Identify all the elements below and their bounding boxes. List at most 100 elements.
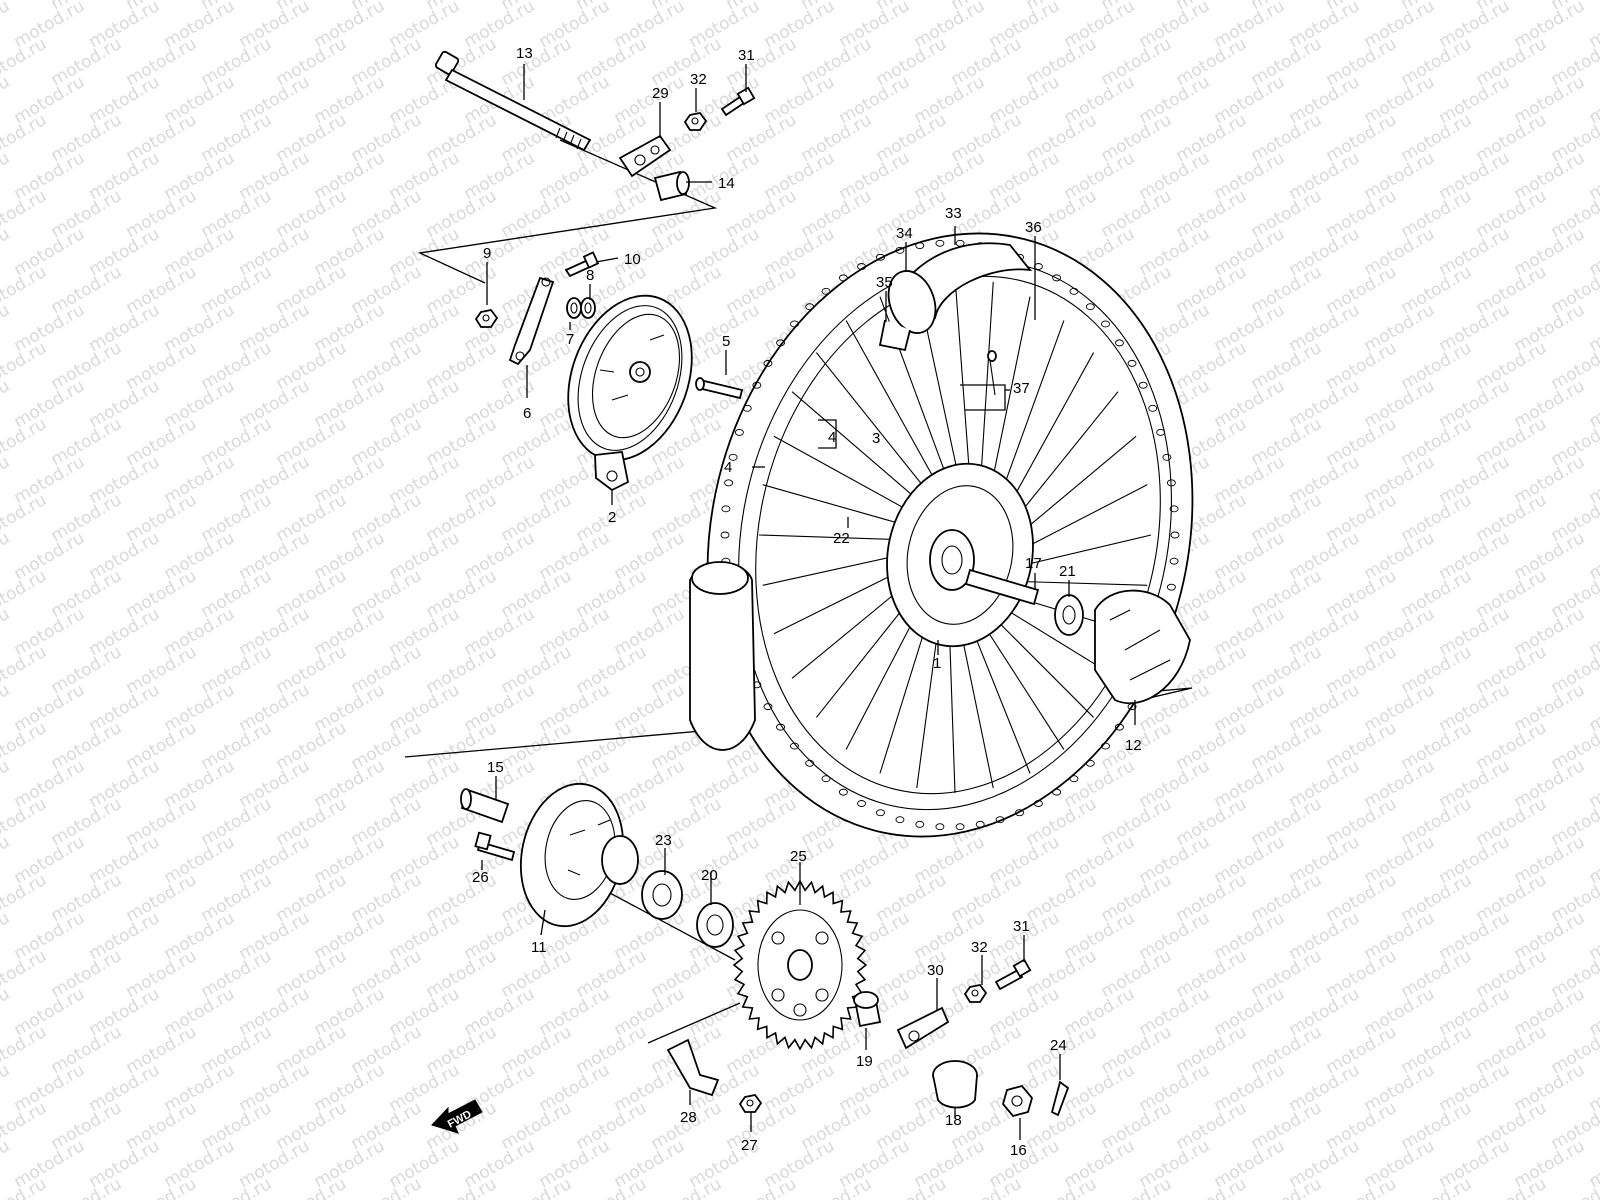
callout-32-lower: 32 bbox=[971, 939, 988, 956]
callout-10: 10 bbox=[624, 251, 641, 268]
tread-block bbox=[1069, 287, 1079, 295]
tread-block bbox=[1085, 759, 1095, 767]
tread-block bbox=[1085, 303, 1095, 311]
callout-7: 7 bbox=[566, 331, 574, 348]
nut-part-27 bbox=[738, 1094, 763, 1113]
tread-block bbox=[821, 775, 831, 783]
callout-4a: 4 bbox=[828, 429, 836, 446]
tread-block bbox=[975, 820, 985, 828]
tire-lower-cutaway bbox=[689, 561, 756, 751]
rear-wheel-part-1 bbox=[706, 232, 1194, 838]
watermark-text: motod.ru bbox=[0, 680, 13, 736]
callout-26: 26 bbox=[472, 869, 489, 886]
callout-12: 12 bbox=[1125, 737, 1142, 754]
tread-block bbox=[1162, 453, 1172, 461]
bolt-part-10 bbox=[564, 251, 600, 278]
tread-block bbox=[721, 505, 731, 513]
watermark-text: motod.ru bbox=[0, 604, 13, 660]
tread-block bbox=[1114, 339, 1124, 347]
tread-block bbox=[838, 788, 848, 796]
tread-block bbox=[728, 453, 738, 461]
tread-block bbox=[1166, 479, 1176, 487]
callout-37: 37 bbox=[1013, 380, 1030, 397]
tread-block bbox=[1033, 800, 1043, 807]
bearing-part-20 bbox=[696, 902, 734, 948]
spoke bbox=[845, 320, 946, 499]
rim-band-part-35 bbox=[878, 319, 911, 352]
callout-6: 6 bbox=[523, 405, 531, 422]
watermark-text: motod.ru bbox=[0, 908, 13, 964]
callout-8: 8 bbox=[586, 267, 594, 284]
callout-17: 17 bbox=[1025, 555, 1042, 572]
bolt-part-31-lower bbox=[994, 958, 1032, 991]
chain-adjuster-part-29 bbox=[618, 134, 672, 178]
callout-14: 14 bbox=[718, 175, 735, 192]
callout-13: 13 bbox=[516, 45, 533, 62]
spoke bbox=[762, 484, 920, 530]
brake-panel-part-2 bbox=[567, 294, 693, 492]
tread-block bbox=[876, 809, 885, 817]
valve-part-15 bbox=[460, 788, 510, 824]
bracket-part-28 bbox=[666, 1038, 720, 1097]
callout-22: 22 bbox=[833, 530, 850, 547]
watermark-text: motod.ru bbox=[0, 452, 13, 508]
spacer-part-19 bbox=[853, 991, 882, 1028]
tread-block bbox=[734, 428, 744, 436]
callout-21: 21 bbox=[1059, 563, 1076, 580]
callout-27: 27 bbox=[741, 1137, 758, 1154]
tread-block bbox=[742, 404, 752, 412]
watermark-text: motod.ru bbox=[0, 72, 13, 128]
tread-block bbox=[1170, 531, 1180, 539]
bolt-part-31-upper bbox=[720, 86, 756, 117]
spacer-part-14 bbox=[653, 170, 690, 202]
tread-block bbox=[790, 742, 799, 750]
chain-adjuster-part-30 bbox=[896, 1006, 950, 1050]
callout-leaders bbox=[481, 64, 1136, 1140]
watermark-text: motod.ru bbox=[0, 224, 13, 280]
tread-block bbox=[895, 246, 905, 254]
watermark-text: motod.ru bbox=[0, 832, 13, 888]
tread-block bbox=[1052, 274, 1062, 282]
tread-block bbox=[1069, 775, 1079, 783]
sprocket-carrier-part-11 bbox=[519, 782, 639, 928]
cotter-pin-part-24 bbox=[1050, 1080, 1070, 1117]
tread-block bbox=[1166, 583, 1176, 591]
callout-labels: 13 32 31 29 14 10 9 8 7 6 5 2 4 3 4 22 3… bbox=[472, 45, 1142, 1159]
tread-block bbox=[805, 759, 815, 767]
callout-23: 23 bbox=[655, 832, 672, 849]
tread-block bbox=[935, 823, 945, 831]
tread-block bbox=[857, 800, 867, 807]
callout-29: 29 bbox=[652, 85, 669, 102]
callout-32-upper: 32 bbox=[690, 71, 707, 88]
tread-block bbox=[776, 339, 786, 347]
callout-31-upper: 31 bbox=[738, 47, 755, 64]
tread-block bbox=[895, 816, 905, 824]
tread-block bbox=[1114, 723, 1124, 731]
bearing-part-23 bbox=[641, 870, 683, 920]
tread-block bbox=[805, 303, 815, 311]
tread-block bbox=[776, 723, 786, 731]
callout-11: 11 bbox=[531, 939, 547, 956]
callout-25: 25 bbox=[790, 848, 807, 865]
sleeve-part-17 bbox=[964, 568, 1040, 606]
tread-block bbox=[752, 381, 762, 389]
callout-19: 19 bbox=[856, 1053, 873, 1070]
tread-block bbox=[1169, 505, 1179, 513]
collar-part-18 bbox=[932, 1060, 978, 1109]
washer-part-7 bbox=[566, 297, 582, 319]
tread-block bbox=[821, 287, 831, 295]
tread-block bbox=[838, 274, 848, 282]
watermark-text: motod.ru bbox=[0, 984, 13, 1040]
callout-36: 36 bbox=[1025, 219, 1042, 236]
spoke bbox=[954, 276, 972, 497]
axle-part-13 bbox=[434, 50, 592, 152]
callout-24: 24 bbox=[1050, 1037, 1067, 1054]
callout-30: 30 bbox=[927, 962, 944, 979]
callout-18: 18 bbox=[945, 1112, 962, 1129]
tread-block bbox=[857, 263, 867, 270]
callout-16: 16 bbox=[1010, 1142, 1027, 1159]
watermark-text: motod.ru bbox=[0, 148, 13, 204]
callout-20: 20 bbox=[701, 867, 718, 884]
tread-block bbox=[1101, 742, 1110, 750]
